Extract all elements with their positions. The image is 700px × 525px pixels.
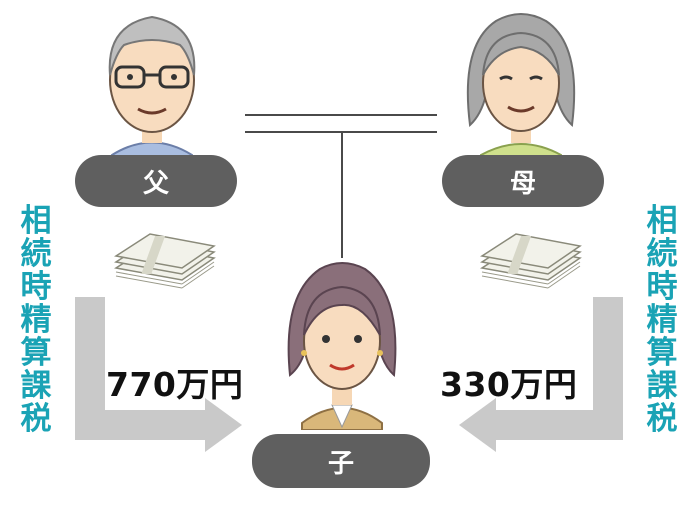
right-amount: 330万円 xyxy=(440,365,578,404)
father-label: 父 xyxy=(75,155,237,207)
mother-label: 母 xyxy=(442,155,604,207)
father-avatar xyxy=(108,15,196,165)
right-flow-arrow xyxy=(459,297,623,452)
child-label: 子 xyxy=(252,434,430,488)
right-tax-label: 相続時精算課税 xyxy=(646,203,678,437)
money-stack-icon xyxy=(480,233,582,289)
child-label-text: 子 xyxy=(327,448,354,479)
mother-label-text: 母 xyxy=(509,168,536,199)
left-flow-arrow xyxy=(75,297,242,452)
left-amount: 770万円 xyxy=(106,365,244,404)
child-avatar xyxy=(287,262,397,430)
father-label-text: 父 xyxy=(142,168,169,199)
mother-avatar xyxy=(466,13,576,165)
money-stack-icon xyxy=(114,233,216,289)
left-tax-label: 相続時精算課税 xyxy=(20,203,52,437)
